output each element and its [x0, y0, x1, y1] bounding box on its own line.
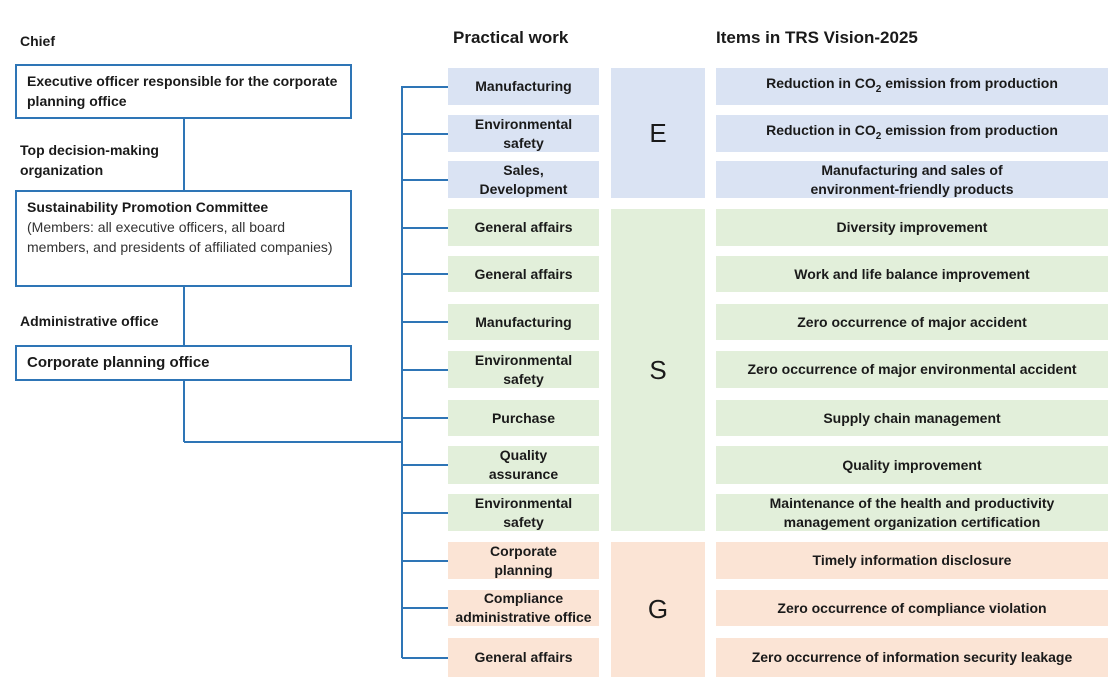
vision-item-label: Manufacturing and sales of environment-f…: [810, 161, 1014, 197]
practical-work-header: Practical work: [453, 28, 569, 47]
category-e-block: E: [611, 68, 705, 198]
top-decision-label: Top decision-making organization: [20, 142, 159, 178]
practical-work-cell: Manufacturing: [448, 68, 599, 105]
vision-item-cell: Manufacturing and sales of environment-f…: [716, 161, 1108, 198]
category-e-letter: E: [649, 117, 667, 148]
category-s-block: S: [611, 209, 705, 531]
vision-item-cell: Maintenance of the health and productivi…: [716, 494, 1108, 531]
category-g-block: G: [611, 542, 705, 677]
practical-work-label: Manufacturing: [475, 78, 572, 94]
category-s-letter: S: [649, 354, 667, 385]
vision-item-label: Zero occurrence of major environmental a…: [747, 361, 1077, 377]
chief-label: Chief: [20, 33, 55, 49]
vision-item-cell: Supply chain management: [716, 400, 1108, 436]
vision-item-label: Timely information disclosure: [812, 552, 1012, 568]
practical-work-cell: General affairs: [448, 256, 599, 292]
practical-work-label: Environmental safety: [474, 351, 573, 387]
practical-work-cell: Corporate planning: [448, 542, 599, 579]
subscript: 2: [875, 83, 882, 95]
vision-item-cell: Work and life balance improvement: [716, 256, 1108, 292]
chief-box: Executive officer responsible for the co…: [15, 64, 352, 119]
committee-box: Sustainability Promotion Committee (Memb…: [15, 190, 352, 287]
vision-item-label: Diversity improvement: [836, 219, 988, 235]
practical-work-label: Purchase: [491, 409, 556, 426]
vision-item-label: Zero occurrence of information security …: [751, 649, 1073, 665]
practical-work-label: Corporate planning: [490, 542, 557, 578]
vision-item-cell: Zero occurrence of information security …: [716, 638, 1108, 677]
practical-work-cell: Quality assurance: [448, 446, 599, 484]
vision-item-label: Zero occurrence of major accident: [797, 313, 1027, 330]
vision-item-cell: Zero occurrence of compliance violation: [716, 590, 1108, 626]
vision-item-label: Zero occurrence of compliance violation: [777, 599, 1047, 616]
practical-work-label: Quality assurance: [488, 447, 559, 482]
practical-work-label: Sales, Development: [479, 161, 568, 197]
vision-item-label: Work and life balance improvement: [794, 265, 1030, 282]
practical-work-label: Manufacturing: [475, 313, 572, 330]
practical-work-label: General affairs: [474, 265, 573, 282]
admin-office-label: Administrative office: [20, 313, 159, 329]
practical-work-cell: Purchase: [448, 400, 599, 436]
category-g-letter: G: [647, 594, 669, 624]
vision-item-label: Supply chain management: [823, 409, 1001, 426]
vision-item-cell: Zero occurrence of major accident: [716, 304, 1108, 340]
practical-work-label: Compliance administrative office: [455, 590, 592, 625]
practical-work-cell: Environmental safety: [448, 115, 599, 152]
vision-item-cell: Quality improvement: [716, 446, 1108, 484]
admin-box: Corporate planning office: [15, 345, 352, 381]
vision-item-label: Reduction in CO2 emission from productio…: [766, 75, 1058, 95]
practical-work-cell: Environmental safety: [448, 494, 599, 531]
committee-members: (Members: all executive officers, all bo…: [27, 219, 333, 255]
practical-work-cell: Manufacturing: [448, 304, 599, 340]
vision-item-label: Maintenance of the health and productivi…: [769, 494, 1055, 530]
vision-item-label: Reduction in CO2 emission from productio…: [766, 122, 1058, 142]
vision-item-label: Quality improvement: [842, 456, 982, 473]
items-header: Items in TRS Vision-2025: [716, 28, 918, 47]
vision-item-cell: Reduction in CO2 emission from productio…: [716, 68, 1108, 105]
practical-work-cell: Compliance administrative office: [448, 590, 599, 626]
practical-work-cell: General affairs: [448, 638, 599, 677]
admin-box-text: Corporate planning office: [27, 354, 210, 371]
practical-work-label: General affairs: [474, 219, 573, 235]
vision-item-cell: Reduction in CO2 emission from productio…: [716, 115, 1108, 152]
vision-item-cell: Zero occurrence of major environmental a…: [716, 351, 1108, 388]
vision-item-cell: Timely information disclosure: [716, 542, 1108, 579]
practical-work-label: Environmental safety: [474, 115, 573, 151]
vision-item-cell: Diversity improvement: [716, 209, 1108, 246]
practical-work-cell: Environmental safety: [448, 351, 599, 388]
practical-work-label: General affairs: [474, 649, 573, 665]
committee-title: Sustainability Promotion Committee: [27, 199, 269, 215]
practical-work-label: Environmental safety: [474, 494, 573, 530]
practical-work-cell: General affairs: [448, 209, 599, 246]
subscript: 2: [875, 130, 882, 142]
chief-box-text: Executive officer responsible for the co…: [27, 73, 338, 109]
practical-work-cell: Sales, Development: [448, 161, 599, 198]
